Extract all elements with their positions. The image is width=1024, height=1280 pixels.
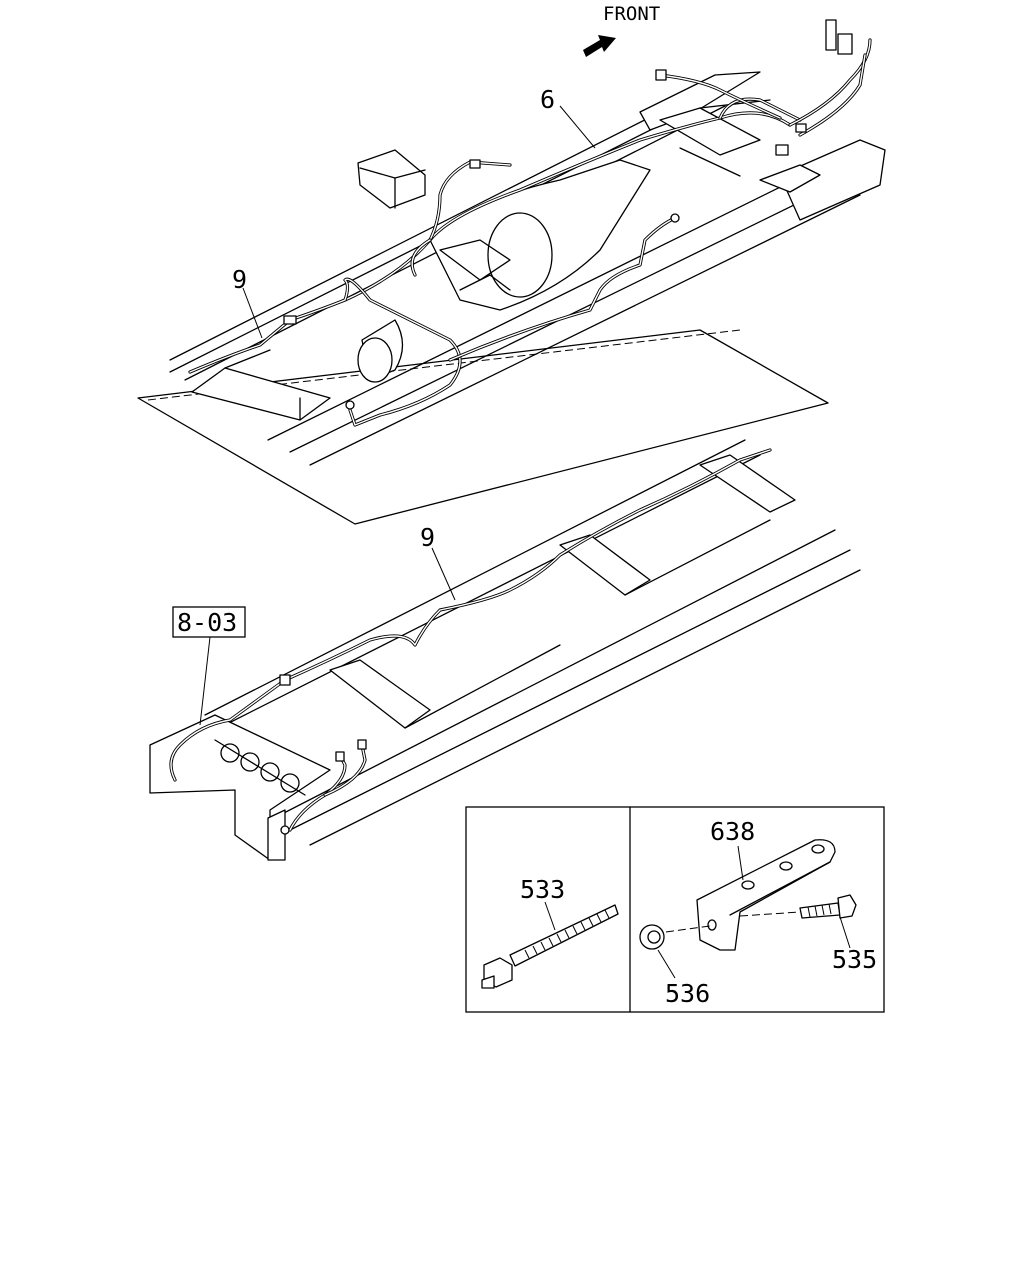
harness-9-lower xyxy=(169,448,772,832)
leader-9-lower xyxy=(431,547,456,601)
leader-535 xyxy=(839,916,851,949)
reference-box-8-03 xyxy=(172,606,246,638)
part-label-638: 638 xyxy=(710,817,755,846)
connector-group-upper xyxy=(283,19,853,410)
reference-label-8-03: 8-03 xyxy=(177,608,237,637)
front-label: FRONT xyxy=(603,3,660,25)
part-label-9-lower: 9 xyxy=(420,523,435,552)
leader-638 xyxy=(737,845,744,881)
leader-536 xyxy=(657,949,676,979)
rear-cross-member xyxy=(149,714,331,861)
connector-group-lower xyxy=(279,674,367,835)
bracket-638 xyxy=(696,839,836,951)
nut-536 xyxy=(639,924,665,950)
cross-member-3 xyxy=(329,659,431,729)
leader-533 xyxy=(544,901,556,931)
leader-9-upper xyxy=(242,287,263,339)
part-label-6: 6 xyxy=(540,85,555,114)
upper-frame xyxy=(137,71,886,525)
control-box xyxy=(357,149,426,209)
canister xyxy=(357,319,404,383)
leader-8-03 xyxy=(199,636,211,726)
harness-9-upper xyxy=(188,318,292,374)
part-label-536: 536 xyxy=(665,979,710,1008)
front-arrow-icon xyxy=(583,35,616,57)
leader-6 xyxy=(559,105,596,149)
rail-end-right xyxy=(779,139,886,221)
harness-6 xyxy=(288,38,872,427)
clip-band-533 xyxy=(481,904,619,989)
cross-member-1 xyxy=(191,367,331,421)
cross-member-4 xyxy=(559,534,651,596)
part-label-535: 535 xyxy=(832,945,877,974)
lower-frame xyxy=(149,439,861,861)
part-label-533: 533 xyxy=(520,875,565,904)
floor-panel xyxy=(137,329,829,525)
part-label-9-upper: 9 xyxy=(232,265,247,294)
bolt-535 xyxy=(799,894,857,919)
cross-member-2 xyxy=(659,107,761,156)
cross-member-5 xyxy=(699,454,796,513)
